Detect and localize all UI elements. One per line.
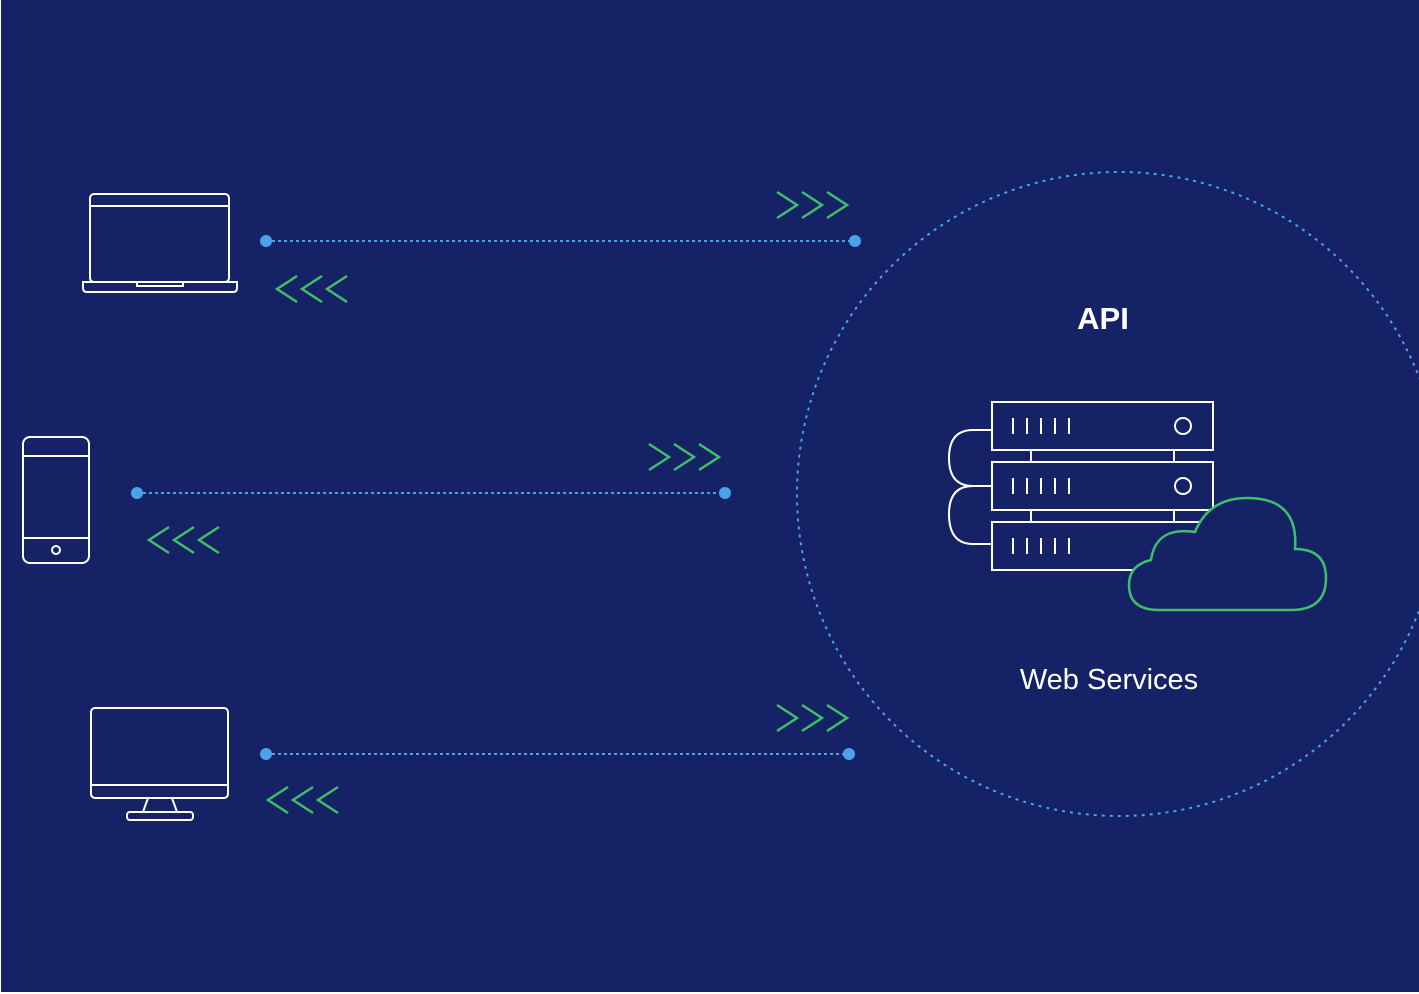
api-boundary-circle	[796, 171, 1419, 817]
response-arrows-desktop	[265, 785, 339, 815]
api-label: API	[1077, 301, 1129, 336]
web-services-label: Web Services	[1020, 664, 1198, 696]
response-arrows-phone	[146, 525, 220, 555]
request-arrows-desktop	[776, 703, 850, 733]
desktop-icon	[90, 707, 229, 821]
connector-phone	[131, 487, 731, 499]
connector-laptop	[260, 235, 861, 247]
request-arrows-laptop	[776, 190, 850, 220]
laptop-icon	[82, 193, 238, 293]
phone-icon	[22, 436, 90, 564]
request-arrows-phone	[648, 442, 722, 472]
cloud-icon	[1127, 496, 1328, 612]
response-arrows-laptop	[274, 274, 348, 304]
connector-desktop	[260, 748, 855, 760]
